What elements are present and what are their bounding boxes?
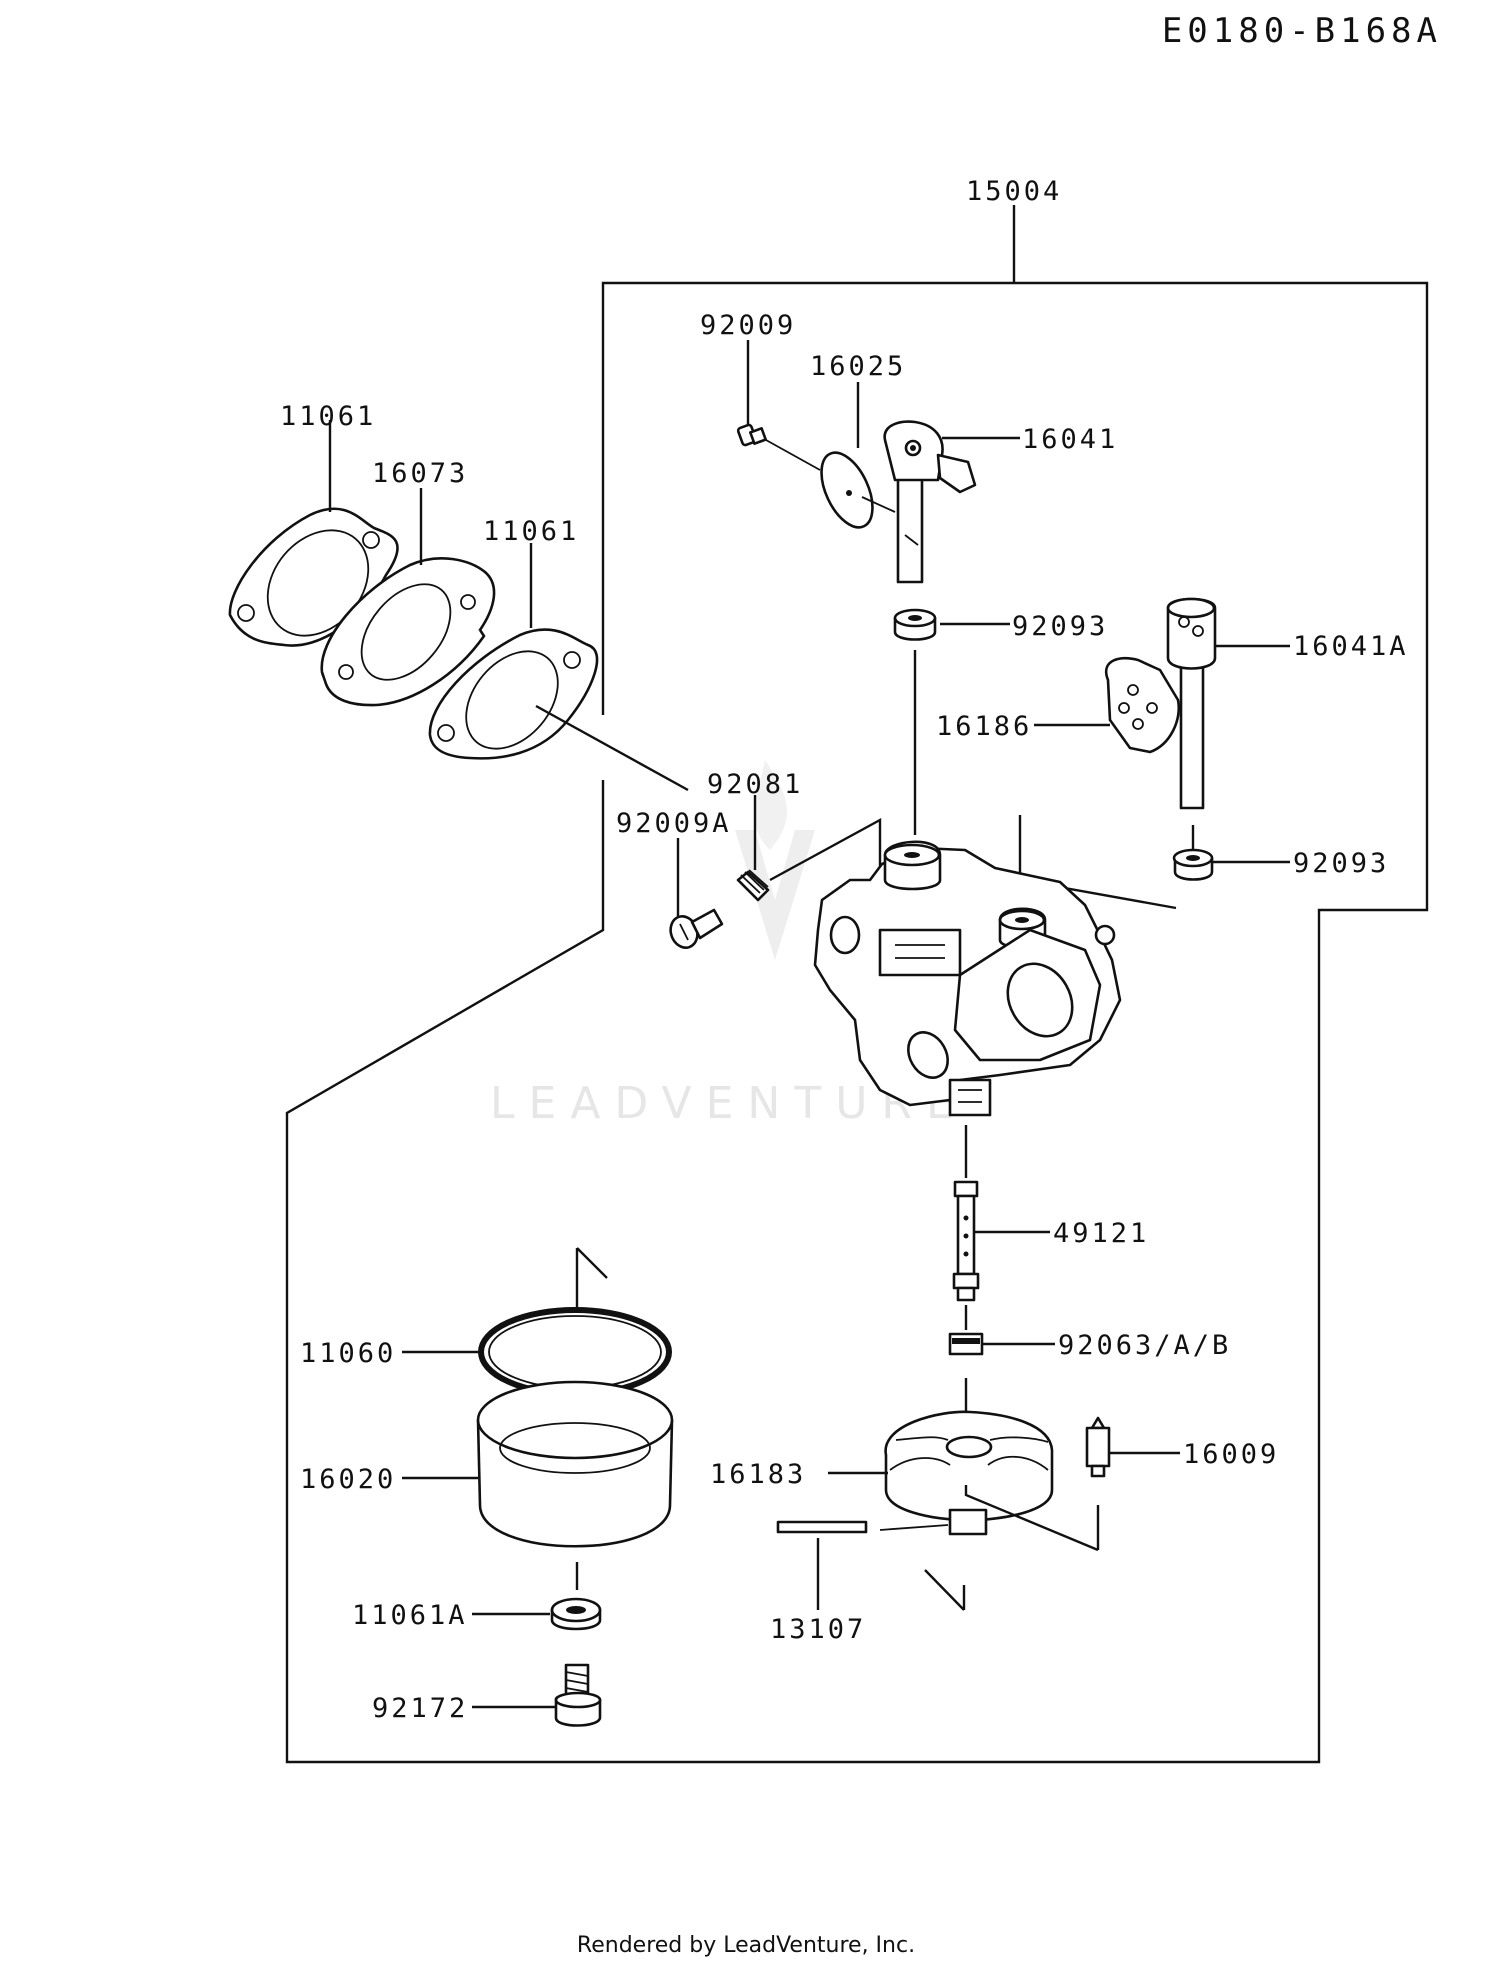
- label-16073: 16073: [372, 458, 468, 489]
- throttle-valve-16186: [1104, 656, 1181, 754]
- axis-13107: [879, 1524, 949, 1531]
- footer-credit: Rendered by LeadVenture, Inc.: [577, 1933, 915, 1958]
- label-92093-bottom: 92093: [1293, 848, 1389, 879]
- label-11061-top: 11061: [280, 401, 376, 432]
- float-pin-13107: [776, 1520, 868, 1534]
- main-jet-92063: [948, 1332, 984, 1356]
- throttle-shaft-16041A: [1166, 597, 1217, 810]
- label-92172: 92172: [372, 1693, 468, 1724]
- label-92063: 92063/A/B: [1058, 1330, 1231, 1361]
- label-16186: 16186: [936, 711, 1032, 742]
- label-11061-mid: 11061: [483, 516, 579, 547]
- insulator-16073: [320, 557, 496, 707]
- screw-92009: [736, 423, 767, 447]
- label-11060: 11060: [300, 1338, 396, 1369]
- float-bowl-16020: [476, 1380, 674, 1548]
- axis-16025: [861, 496, 896, 513]
- choke-shaft-16041: [883, 420, 977, 584]
- label-16009: 16009: [1183, 1439, 1279, 1470]
- label-16041: 16041: [1022, 424, 1118, 455]
- carburetor-body: [813, 840, 1122, 1117]
- label-92009A: 92009A: [616, 808, 732, 839]
- label-92081: 92081: [707, 769, 803, 800]
- choke-plate-16025: [820, 451, 874, 529]
- label-92009: 92009: [700, 310, 796, 341]
- spring-92081: [736, 869, 770, 902]
- label-16041A: 16041A: [1293, 631, 1409, 662]
- float-16183: [884, 1410, 1054, 1536]
- label-15004: 15004: [966, 176, 1062, 207]
- axis-16183: [924, 1569, 966, 1611]
- seal-92093-bottom: [1172, 848, 1214, 881]
- gasket-11061A: [550, 1597, 602, 1631]
- bolt-92172: [554, 1663, 602, 1727]
- gasket-axis-line: [535, 704, 689, 792]
- label-92093-top: 92093: [1012, 611, 1108, 642]
- axis-92009: [765, 439, 821, 471]
- label-49121: 49121: [1053, 1218, 1149, 1249]
- diagram-code: E0180-B168A: [1162, 11, 1442, 51]
- label-13107: 13107: [770, 1614, 866, 1645]
- label-16183: 16183: [710, 1459, 806, 1490]
- needle-valve-16009: [1085, 1416, 1111, 1478]
- label-16020: 16020: [300, 1464, 396, 1495]
- axis-bowl-top: [575, 1247, 608, 1318]
- axis-16009: [964, 1485, 1100, 1552]
- screw-92009A: [669, 908, 724, 949]
- nozzle-49121: [952, 1180, 980, 1302]
- label-16025: 16025: [810, 351, 906, 382]
- seal-92093-top: [893, 608, 937, 641]
- label-11061A: 11061A: [352, 1600, 468, 1631]
- gasket-11061-mid: [428, 628, 599, 760]
